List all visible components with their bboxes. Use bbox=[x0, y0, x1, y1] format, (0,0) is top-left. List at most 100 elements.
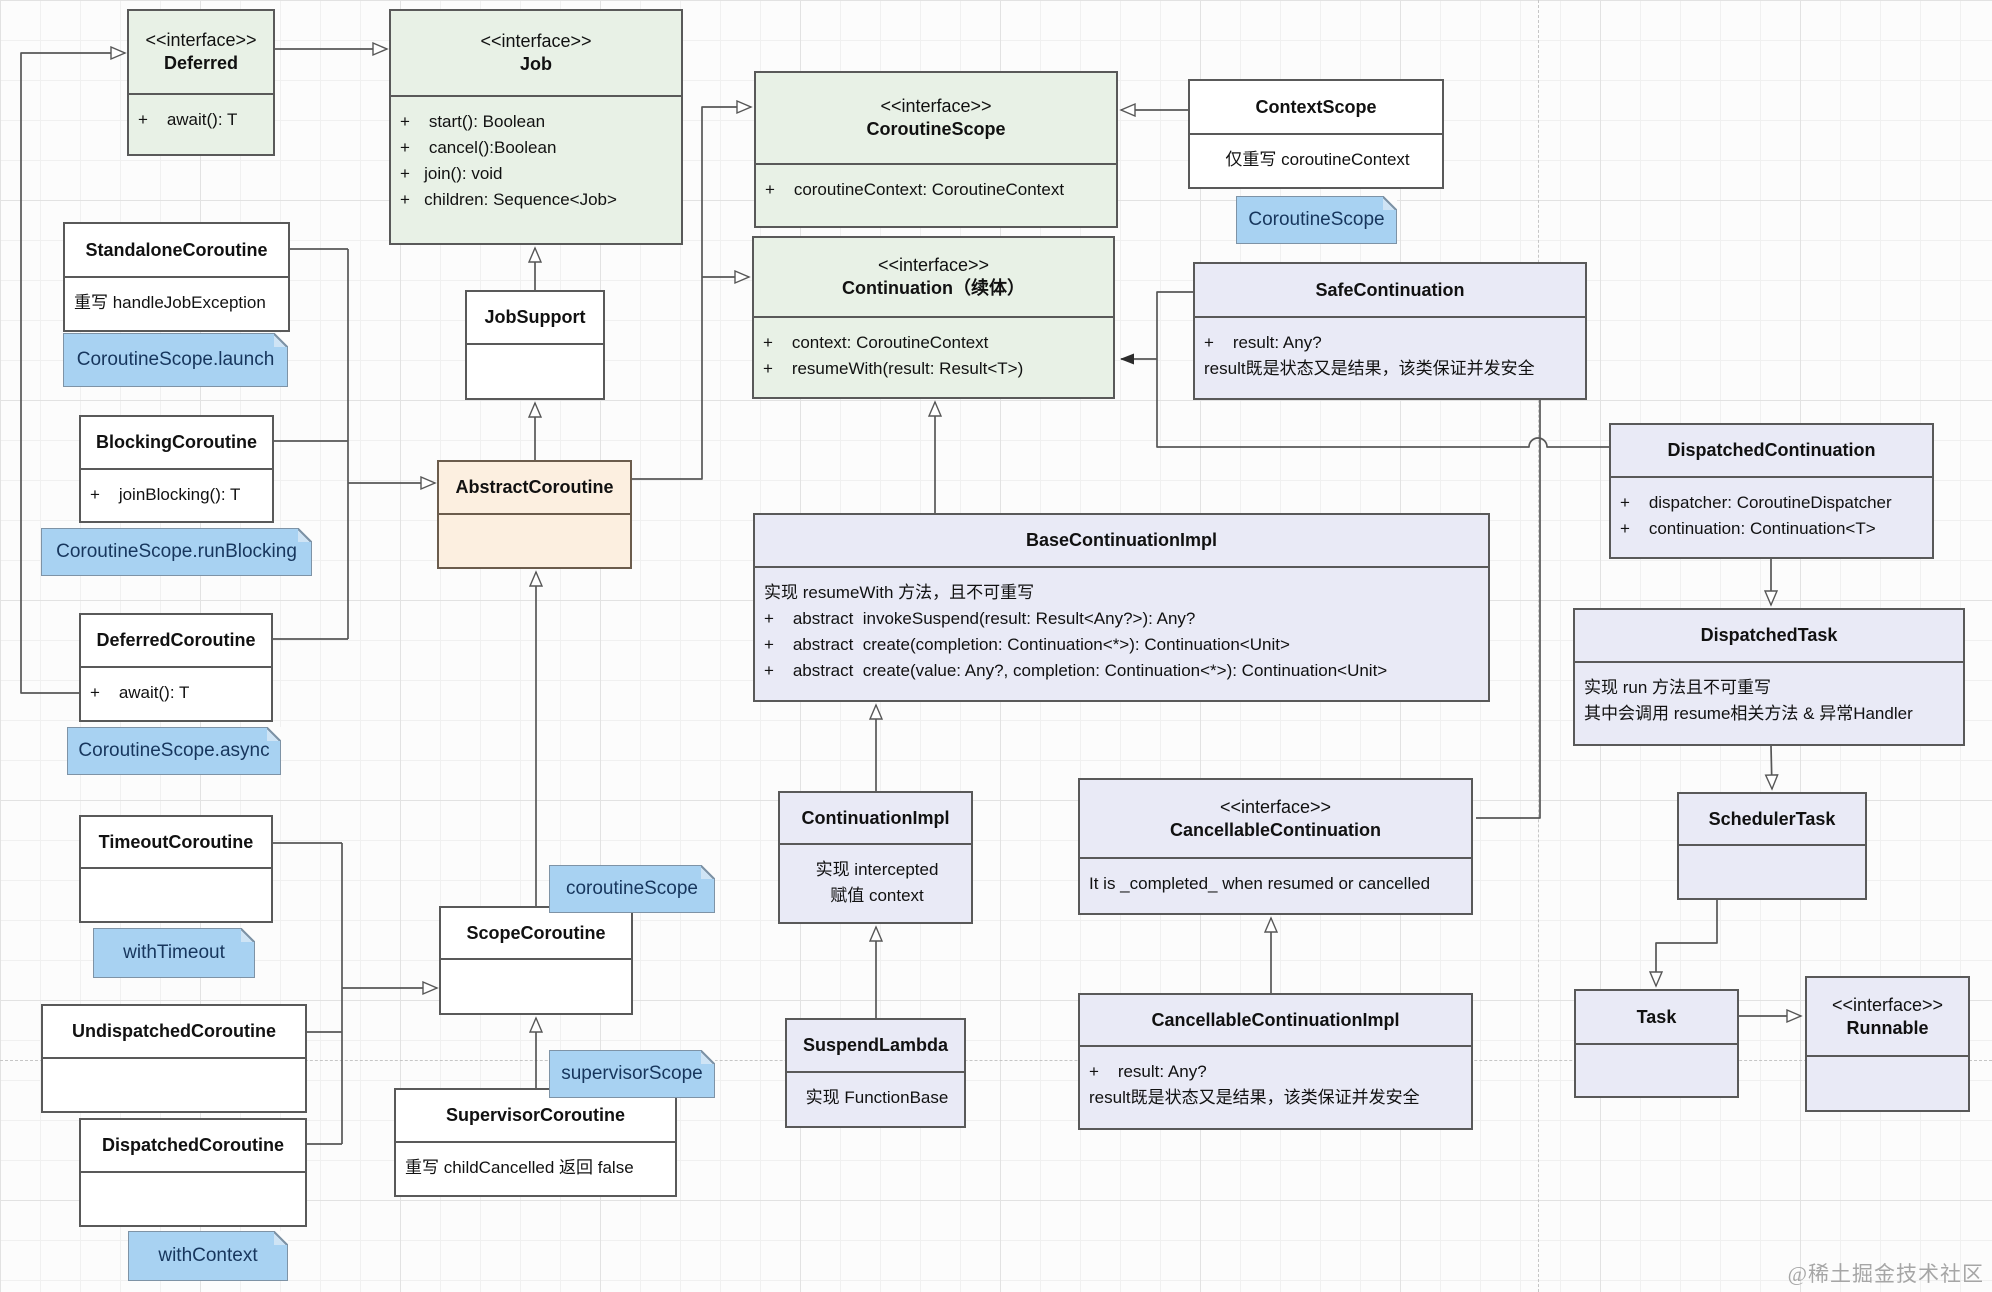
class-deferred: <<interface>> Deferred + await(): T bbox=[127, 9, 275, 156]
class-name: CancellableContinuationImpl bbox=[1151, 1009, 1400, 1030]
class-member: + start(): Boolean bbox=[400, 112, 546, 131]
class-undispatchedcoroutine: UndispatchedCoroutine bbox=[41, 1004, 307, 1113]
note-coroutinescope-launch: CoroutineScope.launch bbox=[63, 333, 288, 387]
class-title: BlockingCoroutine bbox=[81, 417, 272, 470]
class-title: <<interface>> Deferred bbox=[129, 11, 273, 95]
class-title: SchedulerTask bbox=[1679, 794, 1865, 846]
edge-schedulertask-task bbox=[1656, 900, 1718, 986]
class-name: Deferred bbox=[163, 53, 239, 73]
edge-dispatchedtask-schedulertask bbox=[1771, 745, 1772, 789]
stereotype-label: <<interface>> bbox=[145, 30, 257, 50]
class-title: ContinuationImpl bbox=[780, 793, 971, 845]
class-name: SuspendLambda bbox=[802, 1035, 949, 1055]
class-name: ContinuationImpl bbox=[801, 807, 950, 828]
class-member: + context: CoroutineContext bbox=[763, 333, 989, 352]
note-fold-corner-icon bbox=[267, 727, 281, 741]
note-contextscope-coroutinescope: CoroutineScope bbox=[1236, 196, 1397, 244]
class-title: <<interface>>CoroutineScope bbox=[756, 73, 1116, 165]
class-title: DeferredCoroutine bbox=[81, 615, 271, 668]
class-member: + abstract invokeSuspend(result: Result<… bbox=[764, 609, 1196, 628]
class-members: It is _completed_ when resumed or cancel… bbox=[1080, 859, 1471, 913]
class-name: UndispatchedCoroutine bbox=[71, 1021, 276, 1041]
class-name: Continuation（续体） bbox=[842, 278, 1025, 298]
class-member: + continuation: Continuation<T> bbox=[1620, 519, 1876, 538]
class-coroutinescope: <<interface>>CoroutineScope+ coroutineCo… bbox=[754, 71, 1118, 228]
class-name: DispatchedTask bbox=[1700, 625, 1838, 645]
class-member: 重写 childCancelled 返回 false bbox=[405, 1158, 634, 1177]
class-title: CancellableContinuationImpl bbox=[1080, 995, 1471, 1047]
class-name: DispatchedCoroutine bbox=[101, 1135, 284, 1155]
class-schedulertask: SchedulerTask bbox=[1677, 792, 1867, 900]
class-members bbox=[1576, 1045, 1737, 1096]
note-fold-corner-icon bbox=[1383, 196, 1397, 210]
class-members: + result: Any? result既是状态又是结果，该类保证并发安全 bbox=[1195, 318, 1585, 398]
class-title: ContextScope bbox=[1190, 81, 1442, 135]
class-contextscope: ContextScope 仅重写 coroutineContext bbox=[1188, 79, 1444, 189]
class-title: ScopeCoroutine bbox=[441, 908, 631, 960]
class-members: + start(): Boolean+ cancel():Boolean+ jo… bbox=[391, 97, 681, 243]
class-dispatchedcoroutine: DispatchedCoroutine bbox=[79, 1118, 307, 1227]
class-members bbox=[439, 515, 630, 567]
class-member: + children: Sequence<Job> bbox=[400, 190, 617, 209]
class-title: SuspendLambda bbox=[787, 1020, 964, 1073]
class-members: 重写 childCancelled 返回 false bbox=[396, 1143, 675, 1195]
page-boundary-horizontal bbox=[0, 1060, 1992, 1061]
class-name: SchedulerTask bbox=[1708, 808, 1836, 829]
edge-lower-trunk bbox=[273, 842, 343, 1145]
class-member: 仅重写 coroutineContext bbox=[1225, 150, 1410, 169]
class-member: + result: Any? bbox=[1089, 1062, 1207, 1081]
class-name: BlockingCoroutine bbox=[96, 432, 257, 452]
class-member: result既是状态又是结果，该类保证并发安全 bbox=[1204, 359, 1535, 378]
note-fold-corner-icon bbox=[701, 865, 715, 879]
note-label: withTimeout bbox=[123, 942, 225, 963]
note-coroutinescope-async: CoroutineScope.async bbox=[67, 727, 281, 775]
class-title: StandaloneCoroutine bbox=[65, 224, 288, 278]
class-member: result既是状态又是结果，该类保证并发安全 bbox=[1089, 1088, 1420, 1107]
note-withtimeout: withTimeout bbox=[93, 928, 255, 978]
class-members bbox=[1807, 1057, 1968, 1110]
class-name: DeferredCoroutine bbox=[96, 630, 256, 650]
class-members: + result: Any? result既是状态又是结果，该类保证并发安全 bbox=[1080, 1047, 1471, 1128]
class-members: + await(): T bbox=[129, 95, 273, 154]
class-scopecoroutine: ScopeCoroutine bbox=[439, 906, 633, 1015]
edge-safe-dispatched-route bbox=[1156, 291, 1609, 448]
class-title: DispatchedTask bbox=[1575, 610, 1963, 663]
edge-upper-trunk bbox=[273, 248, 349, 640]
edge-deferredcoroutine-deferred bbox=[20, 53, 125, 694]
class-name: DispatchedContinuation bbox=[1667, 440, 1876, 460]
class-title: SafeContinuation bbox=[1195, 264, 1585, 318]
class-member: + result: Any? bbox=[1204, 333, 1322, 352]
class-members bbox=[467, 345, 603, 398]
class-job: <<interface>>Job+ start(): Boolean+ canc… bbox=[389, 9, 683, 245]
note-coroutinescope-runblocking: CoroutineScope.runBlocking bbox=[41, 528, 312, 576]
class-member: + dispatcher: CoroutineDispatcher bbox=[1620, 493, 1892, 512]
class-title: <<interface>>Continuation（续体） bbox=[754, 238, 1113, 318]
note-withcontext: withContext bbox=[128, 1231, 288, 1281]
class-member: 实现 run 方法且不可重写 bbox=[1584, 678, 1772, 697]
class-members: 仅重写 coroutineContext bbox=[1190, 135, 1442, 187]
class-title: SupervisorCoroutine bbox=[396, 1090, 675, 1143]
class-title: BaseContinuationImpl bbox=[755, 515, 1488, 568]
note-label: CoroutineScope.async bbox=[78, 740, 270, 761]
class-name: Job bbox=[519, 54, 552, 74]
class-title: <<interface>>Job bbox=[391, 11, 681, 97]
class-dispatchedtask: DispatchedTask 实现 run 方法且不可重写其中会调用 resume… bbox=[1573, 608, 1965, 746]
watermark: @稀土掘金技术社区 bbox=[1787, 1262, 1984, 1286]
class-member: + resumeWith(result: Result<T>) bbox=[763, 359, 1024, 378]
class-members: + coroutineContext: CoroutineContext bbox=[756, 165, 1116, 226]
class-member: 其中会调用 resume相关方法 & 异常Handler bbox=[1584, 704, 1913, 723]
note-fold-corner-icon bbox=[701, 1050, 715, 1064]
note-label: CoroutineScope bbox=[1248, 209, 1385, 230]
class-safecontinuation: SafeContinuation + result: Any? result既是状态… bbox=[1193, 262, 1587, 400]
class-supervisorcoroutine: SupervisorCoroutine 重写 childCancelled 返回 … bbox=[394, 1088, 677, 1197]
class-jobsupport: JobSupport bbox=[465, 290, 605, 400]
page-boundary-vertical bbox=[1538, 0, 1539, 1292]
class-title: AbstractCoroutine bbox=[439, 462, 630, 515]
class-member: + abstract create(completion: Continuati… bbox=[764, 635, 1290, 654]
class-title: TimeoutCoroutine bbox=[81, 817, 271, 869]
